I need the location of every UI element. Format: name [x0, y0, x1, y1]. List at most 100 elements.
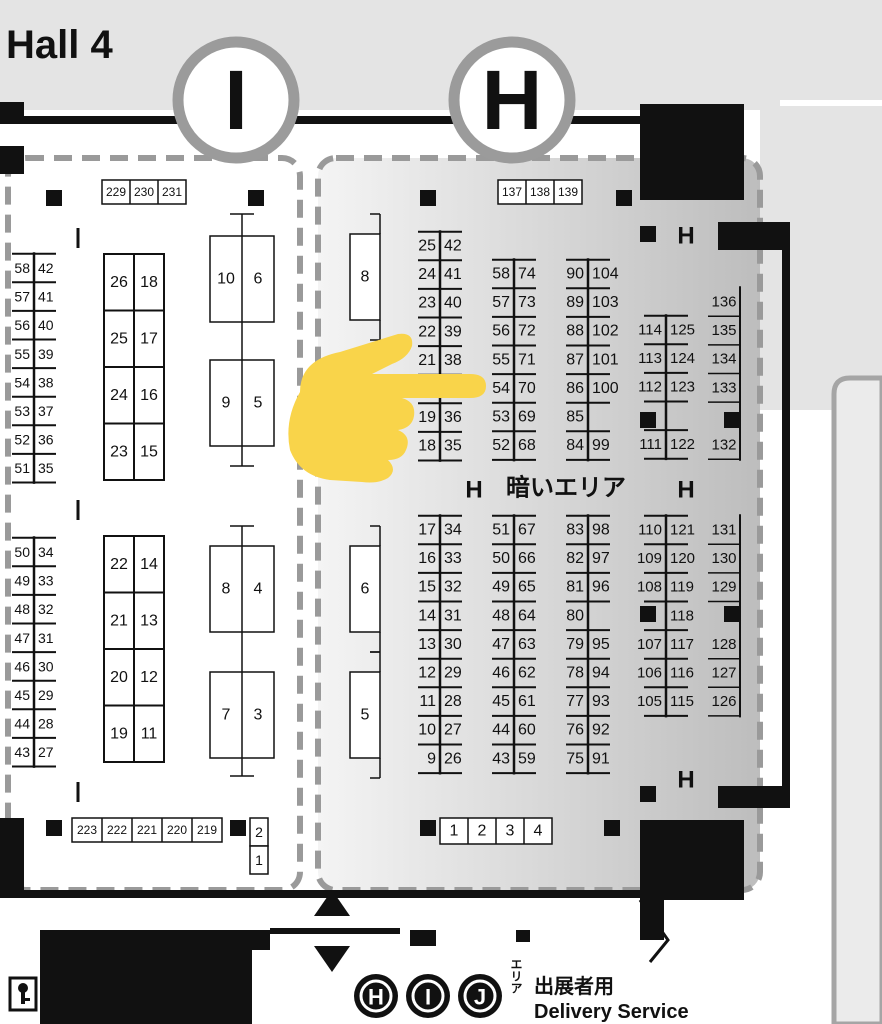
pillars — [46, 190, 740, 836]
booth-number: 29 — [38, 687, 54, 703]
booth-number: 61 — [518, 693, 536, 710]
booth-number: 229 — [106, 185, 126, 199]
booth-number: 134 — [711, 351, 736, 368]
booth-number: 77 — [566, 693, 584, 710]
booth-number: 75 — [566, 750, 584, 767]
booth-number: 28 — [38, 716, 54, 732]
booth-number: 53 — [492, 409, 510, 426]
booth-number: 67 — [518, 522, 536, 539]
booth-number: 58 — [492, 266, 510, 283]
booth-number: 5 — [361, 707, 370, 724]
hall-walls — [0, 102, 790, 1024]
booth-number: 7 — [222, 707, 231, 724]
booth-number: 4 — [534, 823, 543, 840]
booth-block — [349, 671, 381, 759]
booth-number: 132 — [711, 437, 736, 454]
booth-number: 31 — [38, 630, 54, 646]
booth-number: 40 — [38, 317, 54, 333]
booth-number: 28 — [444, 693, 462, 710]
booth-number: 23 — [110, 443, 128, 460]
booth-number: 137 — [502, 185, 522, 199]
booth-number: 114 — [638, 322, 662, 339]
booth-number: 127 — [711, 665, 736, 682]
booth-number: 131 — [711, 522, 736, 539]
booth-number: 94 — [592, 665, 610, 682]
booth-number: 56 — [14, 317, 30, 333]
booth-number: 90 — [566, 266, 584, 283]
booth-number: 69 — [518, 409, 536, 426]
booth-number: 31 — [444, 607, 462, 624]
booth-number: 111 — [639, 436, 662, 453]
booth-number: 30 — [38, 658, 54, 674]
booth-number: 50 — [14, 544, 30, 560]
hydrant-marks: H H H H — [465, 223, 694, 794]
booth-number: 2 — [478, 823, 487, 840]
booth-number: 129 — [711, 579, 736, 596]
booth-number: 139 — [558, 185, 578, 199]
booth-number: 6 — [361, 581, 370, 598]
corridor-right — [760, 110, 882, 410]
booth-number: 36 — [38, 432, 54, 448]
booth-number: 98 — [592, 522, 610, 539]
booth-number: 30 — [444, 636, 462, 653]
booth-number: 78 — [566, 665, 584, 682]
booth-number: 48 — [14, 601, 30, 617]
down-arrow-icon — [314, 946, 350, 972]
booth-number: 83 — [566, 522, 584, 539]
booth-number: 93 — [592, 693, 610, 710]
booth-block — [349, 233, 381, 321]
booth-number: 16 — [140, 387, 158, 404]
booth-number: 42 — [444, 238, 462, 255]
booth-number: 81 — [566, 579, 584, 596]
booth-number: 74 — [518, 266, 536, 283]
booth-number: 34 — [444, 522, 462, 539]
booth-number: 130 — [711, 550, 736, 567]
booth-number: 109 — [637, 550, 662, 567]
booth-number: 53 — [14, 403, 30, 419]
booth-number: 47 — [492, 636, 510, 653]
booth-number: 123 — [670, 379, 695, 396]
booth-number: 9 — [222, 395, 231, 412]
booth-number: 36 — [444, 409, 462, 426]
booth-number: 52 — [492, 437, 510, 454]
booth-number: 88 — [566, 323, 584, 340]
booth-number: 22 — [418, 323, 436, 340]
booth-number: 17 — [418, 522, 436, 539]
booth-number: 18 — [140, 274, 158, 291]
booth-number: 231 — [162, 185, 182, 199]
booth-number: 115 — [670, 693, 694, 710]
booth-number: 34 — [38, 544, 54, 560]
booth-number: 122 — [670, 436, 695, 453]
booth-number: 57 — [14, 289, 30, 305]
booth-number: 45 — [492, 693, 510, 710]
hydrant-mark: H — [677, 477, 694, 504]
booth-number: 33 — [38, 573, 54, 589]
booth-number: 32 — [444, 579, 462, 596]
booth-number: 51 — [14, 460, 30, 476]
booth-number: 43 — [14, 744, 30, 760]
booth-number: 106 — [637, 665, 662, 682]
booth-number: 15 — [418, 579, 436, 596]
booth-number: 117 — [670, 636, 694, 653]
booth-number: 33 — [444, 550, 462, 567]
svg-text:I: I — [425, 985, 431, 1010]
booth-number: 46 — [492, 665, 510, 682]
booth-number: 100 — [592, 380, 619, 397]
booth-number: 6 — [254, 271, 263, 288]
booth-number: 96 — [592, 579, 610, 596]
pointing-hand-icon — [288, 333, 486, 483]
booth-number: 230 — [134, 185, 154, 199]
booth-number: 66 — [518, 550, 536, 567]
booth-number: 125 — [670, 322, 695, 339]
booth-number: 138 — [530, 185, 550, 199]
booth-number: 126 — [711, 693, 736, 710]
booth-number: 9 — [427, 750, 436, 767]
booth-block — [349, 545, 381, 633]
booth-number: 99 — [592, 437, 610, 454]
booth-number: 19 — [418, 409, 436, 426]
booth-number: 112 — [638, 379, 662, 396]
adjacent-hall — [831, 375, 882, 1024]
booth-number: 72 — [518, 323, 536, 340]
booth-number: 52 — [14, 432, 30, 448]
